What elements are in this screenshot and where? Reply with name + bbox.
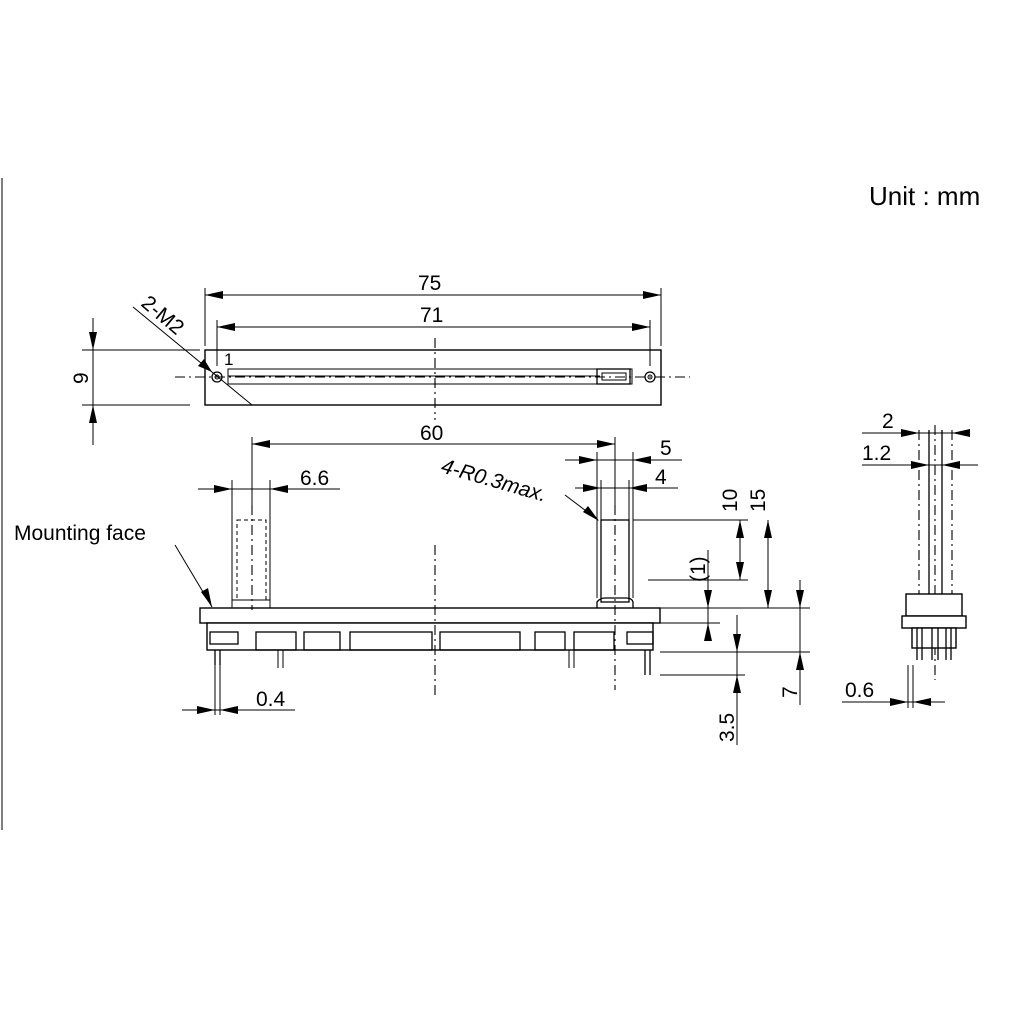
radius-note: 4-R0.3max. (439, 455, 550, 507)
dim-1-label: (1) (687, 556, 710, 582)
top-view-body (204, 349, 662, 406)
dim-5-label: 5 (660, 437, 672, 460)
front-body-bottom (206, 622, 654, 651)
side-view-body (905, 593, 963, 617)
dim-75-label: 75 (418, 272, 441, 295)
dim-0-4-label: 0.4 (256, 688, 286, 711)
dim-71-label: 71 (420, 304, 443, 327)
dim-10-label: 10 (719, 489, 742, 512)
dim-1-2-label: 1.2 (862, 442, 891, 465)
dim-9-label: 9 (70, 372, 93, 384)
screw-leader (132, 306, 253, 406)
unit-label: Unit : mm (869, 181, 980, 211)
top-view: 75 71 9 2-M2 1 (70, 272, 690, 445)
screw-note: 2-M2 (137, 291, 188, 339)
dim-15-label: 15 (747, 489, 770, 512)
dim-60-label: 60 (420, 422, 443, 445)
dim-6-6-label: 6.6 (300, 467, 329, 490)
front-view: 60 6.6 5 4 4-R0.3max. (14, 422, 810, 745)
dim-2-label: 2 (882, 410, 894, 433)
dim-4-label: 4 (655, 466, 667, 489)
dim-7-label: 7 (779, 686, 802, 698)
side-view: 2 1.2 0.6 (842, 410, 978, 708)
front-body-top (199, 607, 661, 624)
dim-0-6-label: 0.6 (845, 679, 874, 702)
pin1-mark: 1 (224, 350, 233, 369)
dim-3-5-label: 3.5 (716, 713, 739, 742)
mounting-face-label: Mounting face (14, 522, 146, 545)
